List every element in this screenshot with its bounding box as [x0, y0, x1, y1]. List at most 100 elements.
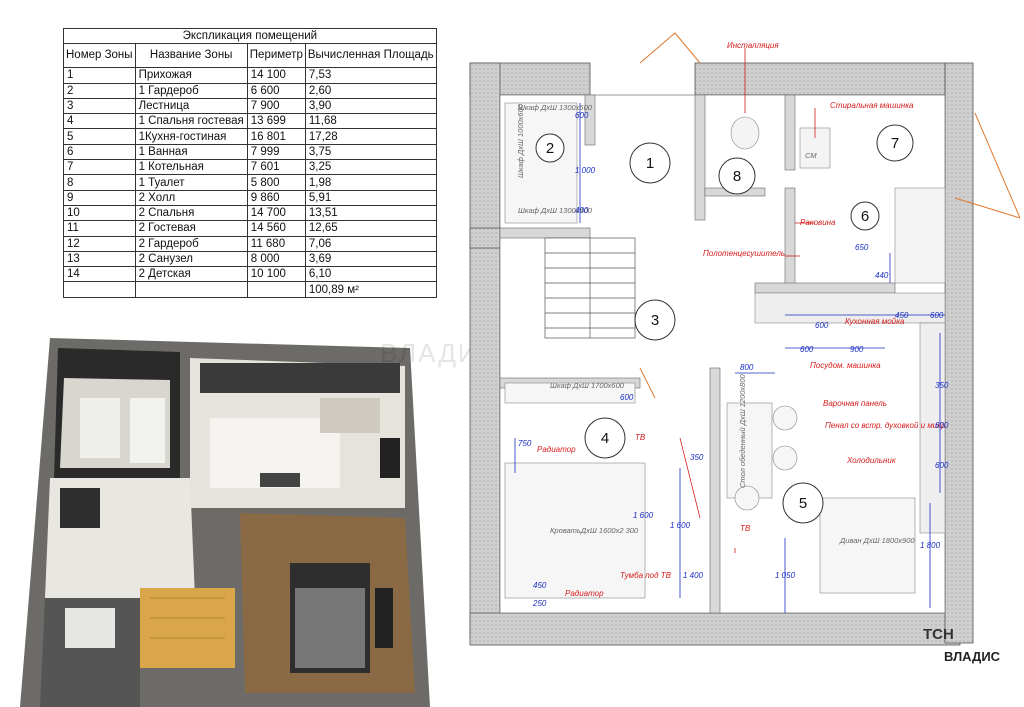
total-empty [134, 281, 248, 298]
zone-number: 3 [63, 97, 136, 115]
col-header-perimeter: Периметр [246, 43, 306, 69]
room-number: 7 [891, 135, 899, 152]
zone-number: 11 [63, 220, 136, 237]
zone-perimeter: 5 800 [246, 174, 306, 191]
zone-area: 3,90 [304, 97, 437, 115]
radiator-label: Радиатор [565, 589, 604, 598]
zone-name: 1 Гардероб [134, 82, 248, 99]
dim-label: 1 000 [575, 166, 596, 175]
zone-name: 1 Спальня гостевая [134, 113, 248, 130]
wardrobe-label: Шкаф ДхШ 1000х600 [516, 103, 525, 178]
zone-perimeter: 16 801 [246, 128, 306, 145]
total-empty [63, 281, 136, 298]
zone-area: 3,25 [304, 159, 437, 176]
brand-tsn-logo: ТСН [923, 626, 954, 643]
room-number: 2 [546, 140, 554, 157]
dimension-labels: 600 1 000 400 650 440 450 600 600 600 90… [518, 111, 949, 608]
washer-label: Стиральная машинка [830, 101, 914, 110]
zone-area: 3,69 [304, 250, 437, 268]
zone-name: 1Кухня-гостиная [134, 128, 248, 145]
zone-perimeter: 7 601 [246, 159, 306, 176]
room-number: 8 [733, 168, 741, 185]
zone-area: 3,75 [304, 143, 437, 161]
zone-perimeter: 7 999 [246, 143, 306, 161]
wardrobe-label: Шкаф ДхШ 1700х600 [550, 381, 625, 390]
dim-label: 600 [935, 421, 949, 430]
total-empty [246, 281, 306, 298]
floor-plan: 1 2 3 4 5 6 7 8 Инсталляция Стиральная м… [469, 32, 1020, 646]
room-numbers: 1 2 3 4 5 6 7 8 [535, 124, 914, 524]
room-number: 5 [799, 495, 807, 512]
table-label: Стол обеденный ДхШ 1200х800 [738, 373, 747, 488]
dim-label: 600 [935, 461, 949, 470]
zone-perimeter: 7 900 [246, 97, 306, 115]
kitchen-sink-label: Кухонная мойка [845, 317, 905, 326]
zone-name: 2 Детская [134, 266, 248, 283]
staircase [544, 237, 636, 339]
dim-label: 1 050 [775, 571, 796, 580]
table-caption: Экспликация помещений [63, 27, 437, 45]
install-label: Инсталляция [727, 41, 779, 50]
dim-label: 650 [855, 243, 869, 252]
oven-label: Пенал со встр. духовкой и микр. [825, 421, 948, 430]
dim-label: 350 [690, 453, 704, 462]
zone-number: 2 [63, 82, 136, 99]
dim-label: 600 [575, 111, 589, 120]
zone-name: 2 Спальня [134, 204, 248, 222]
zone-perimeter: 9 860 [246, 189, 306, 206]
sofa-label: Диван ДхШ 1800х900 [839, 536, 915, 545]
zone-perimeter: 10 100 [246, 266, 306, 283]
zone-number: 7 [63, 159, 136, 176]
zone-name: 1 Ванная [134, 143, 248, 161]
towel-label: Полотенцесушитель [703, 249, 785, 258]
dim-label: 350 [935, 381, 949, 390]
dim-label: 250 [532, 599, 547, 608]
zone-name: 2 Гардероб [134, 235, 248, 252]
dim-label: 600 [930, 311, 944, 320]
wardrobe-label: Шкаф ДхШ 1300х600 [518, 103, 593, 112]
zone-number: 6 [63, 143, 136, 161]
zone-area: 7,06 [304, 235, 437, 252]
zone-number: 8 [63, 174, 136, 191]
zone-number: 1 [63, 67, 136, 84]
dim-label: 450 [533, 581, 547, 590]
zone-name: 1 Котельная [134, 159, 248, 176]
zone-name: Лестница [134, 97, 248, 115]
furniture-labels: Шкаф ДхШ 1300х600 Шкаф ДхШ 1300х400 Шкаф… [516, 103, 915, 545]
dim-label: 600 [800, 345, 814, 354]
room-number: 4 [601, 430, 609, 447]
room-number: 1 [646, 155, 654, 172]
fridge-label: Холодильник [846, 456, 897, 465]
zone-number: 4 [63, 113, 136, 130]
col-header-area: Вычисленная Площадь [304, 43, 437, 69]
wardrobe-label: Шкаф ДхШ 1300х400 [518, 206, 593, 215]
radiator-label: Радиатор [537, 445, 576, 454]
dim-label: 450 [895, 311, 909, 320]
total-area: 100,89 м² [304, 281, 437, 298]
zone-name: 2 Санузел [134, 250, 248, 268]
zone-area: 12,65 [304, 220, 437, 237]
zone-number: 10 [63, 204, 136, 222]
zone-number: 5 [63, 128, 136, 145]
zone-number: 12 [63, 235, 136, 252]
zone-area: 11,68 [304, 113, 437, 130]
room-number: 6 [861, 208, 869, 225]
dim-label: 1 600 [670, 521, 691, 530]
zone-number: 9 [63, 189, 136, 206]
hob-label: Варочная панель [823, 399, 887, 408]
zone-name: 2 Холл [134, 189, 248, 206]
cm-label: СМ [805, 151, 817, 160]
col-header-name: Название Зоны [134, 43, 248, 69]
room-number: 3 [651, 312, 659, 329]
